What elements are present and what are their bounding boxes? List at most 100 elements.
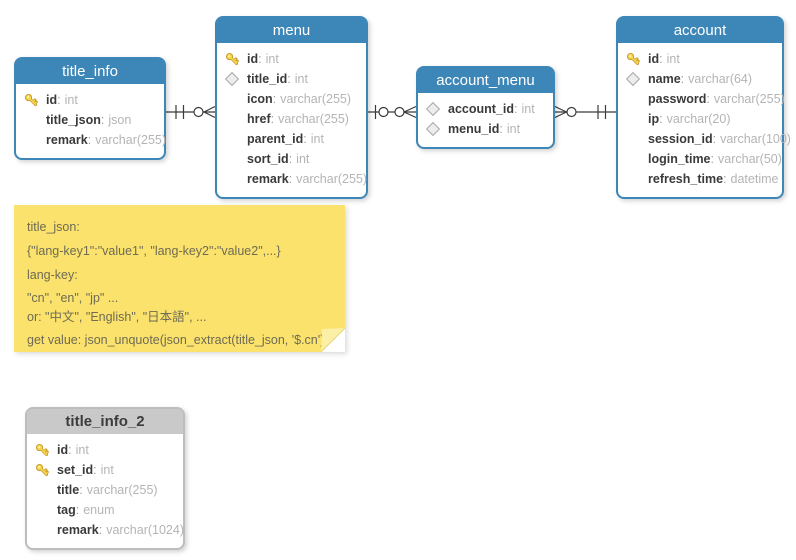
field-type: varchar(255) — [296, 172, 368, 186]
field-row: remark:varchar(255) — [24, 130, 166, 150]
field-type: int — [506, 122, 521, 136]
table-title: account — [618, 18, 782, 45]
field-row: sort_id:int — [225, 149, 360, 169]
field-type: varchar(1024) — [106, 523, 185, 537]
field-row: id:int — [626, 49, 776, 69]
field-type: enum — [83, 503, 115, 517]
field-row: remark:varchar(1024) — [35, 520, 184, 540]
field-row: password:varchar(255) — [626, 89, 785, 109]
field-name: parent_id — [247, 132, 304, 146]
field-type: int — [666, 52, 680, 66]
foreign-key-icon — [425, 121, 441, 137]
primary-key-icon — [225, 52, 239, 66]
field-name: id — [46, 93, 58, 107]
field-separator: : — [100, 113, 105, 127]
field-name: title_json — [46, 113, 101, 127]
field-name: remark — [46, 133, 88, 147]
field-type: varchar(100) — [720, 132, 791, 146]
relationship-menu-account_menu[interactable] — [368, 105, 417, 119]
field-separator: : — [258, 52, 262, 66]
note-line: or: "中文", "English", "日本語", ... — [27, 310, 207, 324]
field-type: int — [265, 52, 279, 66]
relationship-account_menu-account[interactable] — [554, 105, 616, 119]
field-name: id — [247, 52, 259, 66]
field-row: title_json:json — [24, 110, 158, 130]
field-name: set_id — [57, 463, 94, 477]
field-type: varchar(255) — [713, 92, 785, 106]
foreign-key-icon-slot — [425, 101, 448, 117]
table-title: menu — [217, 18, 366, 45]
field-type: json — [108, 113, 132, 127]
field-separator: : — [303, 132, 307, 146]
field-name: id — [57, 443, 69, 457]
sticky-note[interactable]: title_json: {"lang-key1":"value1", "lang… — [14, 205, 345, 352]
field-type: datetime — [730, 172, 779, 186]
foreign-key-icon-slot — [224, 71, 247, 87]
field-separator: : — [270, 112, 275, 126]
field-type: varchar(255) — [280, 92, 352, 106]
foreign-key-icon — [625, 71, 641, 87]
field-type: varchar(255) — [278, 112, 349, 126]
field-separator: : — [287, 72, 291, 86]
field-type: varchar(50) — [718, 152, 782, 166]
primary-key-icon-slot — [225, 52, 247, 66]
foreign-key-icon — [425, 101, 441, 117]
field-name: tag — [57, 503, 76, 517]
field-separator: : — [98, 523, 103, 537]
foreign-key-icon-slot — [625, 71, 648, 87]
field-type: varchar(64) — [688, 72, 753, 86]
field-separator: : — [93, 463, 97, 477]
field-row: id:int — [24, 90, 158, 110]
field-row: ip:varchar(20) — [626, 109, 776, 129]
field-name: account_id — [448, 102, 514, 116]
field-separator: : — [499, 122, 503, 136]
primary-key-icon — [626, 52, 640, 66]
field-type: varchar(255) — [86, 483, 158, 497]
field-separator: : — [680, 72, 685, 86]
field-name: refresh_time — [648, 172, 724, 186]
field-separator: : — [659, 112, 663, 126]
field-row: id:int — [225, 49, 360, 69]
field-row: login_time:varchar(50) — [626, 149, 782, 169]
field-type: int — [310, 132, 324, 146]
field-row: parent_id:int — [225, 129, 360, 149]
field-separator: : — [723, 172, 727, 186]
foreign-key-icon — [224, 71, 240, 87]
field-name: menu_id — [448, 122, 500, 136]
field-name: session_id — [648, 132, 713, 146]
field-separator: : — [514, 102, 518, 116]
note-line: lang-key: — [27, 268, 78, 282]
field-type: int — [296, 152, 310, 166]
field-name: sort_id — [247, 152, 289, 166]
field-name: title — [57, 483, 80, 497]
field-row: menu_id:int — [425, 119, 547, 139]
table-title: title_info — [16, 59, 164, 86]
primary-key-icon — [35, 443, 49, 457]
field-separator: : — [710, 152, 714, 166]
primary-key-icon-slot — [626, 52, 648, 66]
field-row: title:varchar(255) — [35, 480, 177, 500]
primary-key-icon-slot — [35, 443, 57, 457]
relationship-title_info-menu[interactable] — [166, 105, 216, 119]
field-name: name — [648, 72, 681, 86]
field-separator: : — [79, 483, 83, 497]
primary-key-icon-slot — [35, 463, 57, 477]
field-name: ip — [648, 112, 660, 126]
field-row: href:varchar(255) — [225, 109, 360, 129]
field-type: int — [521, 102, 535, 116]
primary-key-icon — [24, 93, 38, 107]
field-separator: : — [87, 133, 92, 147]
field-name: password — [648, 92, 707, 106]
table-title: account_menu — [418, 68, 553, 95]
field-separator: : — [75, 503, 80, 517]
field-separator: : — [288, 152, 293, 166]
field-type: varchar(255) — [95, 133, 167, 147]
primary-key-icon — [35, 463, 49, 477]
field-name: href — [247, 112, 271, 126]
